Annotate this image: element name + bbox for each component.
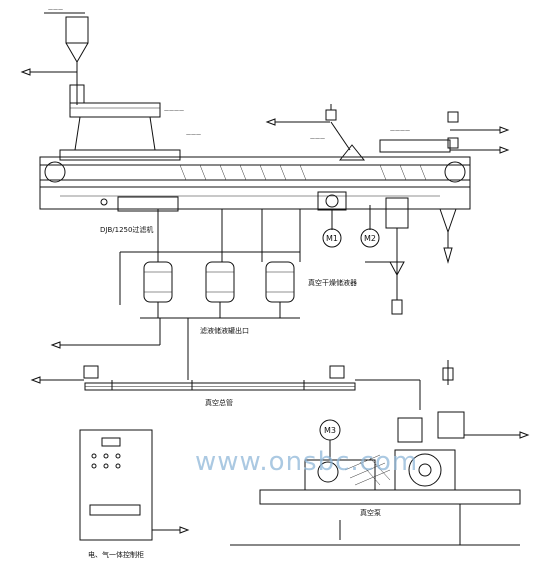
drive-unit	[317, 191, 371, 230]
receiver-tank-1	[143, 261, 173, 318]
level-indicator	[442, 360, 454, 385]
filtrate-outlet-label: 滤液储液罐出口	[200, 326, 249, 335]
vacuum-pipe-label: 真空总管	[205, 398, 233, 407]
filter-model-label: DJB/1250过滤机	[100, 225, 153, 234]
receiver-tank-3	[265, 261, 295, 318]
svg-text:————: ————	[164, 108, 184, 114]
vacuum-pump-unit	[230, 411, 530, 546]
control-cabinet	[79, 429, 190, 541]
motor-m2: M2	[360, 228, 380, 248]
motor-m2-label: M2	[364, 234, 376, 243]
filtrate-drop-lines	[119, 209, 301, 305]
motor-m3: M3	[319, 419, 341, 460]
vacuum-receiver-label: 真空干燥储液器	[308, 278, 357, 287]
air-separator	[365, 197, 409, 315]
vacuum-main-pipe	[30, 365, 421, 410]
svg-text:———: ———	[48, 7, 63, 13]
drain-line	[50, 318, 189, 380]
watermark: www.onsbc.com	[195, 447, 418, 477]
receiver-tank-2	[205, 261, 235, 318]
svg-text:———: ———	[186, 132, 201, 138]
vacuum-pump-label: 真空泵	[360, 508, 381, 517]
feed-tray: ———— ———	[69, 102, 201, 151]
belt-filter-body	[39, 149, 471, 264]
motor-m1-label: M1	[326, 234, 338, 243]
motor-m3-label: M3	[324, 426, 336, 435]
svg-text:———: ———	[310, 136, 325, 142]
feed-hopper: ———	[20, 7, 89, 105]
wash-system: ——— ————	[265, 104, 510, 161]
motor-m1: M1	[322, 228, 342, 248]
svg-text:————: ————	[390, 128, 410, 134]
control-cabinet-label: 电、气一体控制柜	[88, 550, 144, 559]
